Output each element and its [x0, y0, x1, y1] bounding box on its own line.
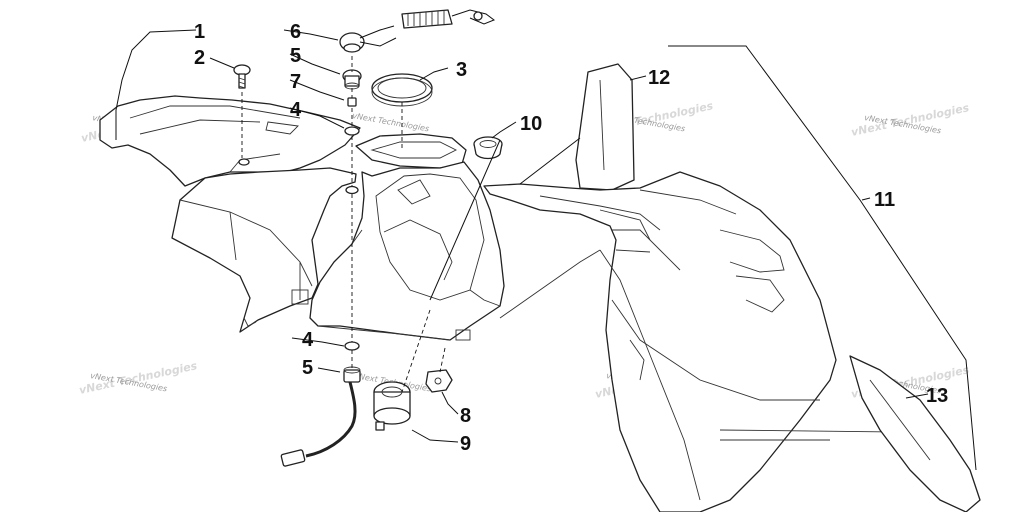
callout-11: 11	[874, 189, 895, 211]
callouts: 1 2 3 4 5 6 7 4 5 8 9 10 11 12 13	[194, 21, 948, 455]
callout-5: 5	[290, 45, 301, 67]
console-part	[309, 133, 505, 341]
gauge-part	[373, 381, 411, 431]
callout-2: 2	[194, 47, 205, 69]
callout-13: 13	[926, 385, 948, 407]
grommet-part	[342, 69, 362, 90]
assembly-lines	[241, 56, 446, 393]
seal-part	[473, 136, 503, 160]
callout-5b: 5	[302, 357, 313, 379]
callout-8: 8	[460, 405, 471, 427]
callout-10: 10	[520, 113, 542, 135]
watermark: vNext Technologies	[352, 111, 430, 133]
nut-part	[347, 97, 357, 107]
callout-12: 12	[648, 67, 670, 89]
cap-part	[339, 9, 496, 53]
leader-lines	[115, 29, 977, 471]
clip-part	[425, 369, 453, 393]
callout-1: 1	[194, 21, 205, 43]
bolt-part	[233, 64, 251, 89]
callout-9: 9	[460, 433, 471, 455]
wire-connector-part	[280, 366, 361, 467]
hood-assembly	[483, 63, 981, 512]
top-panel-part	[99, 95, 361, 333]
callout-4b: 4	[302, 329, 314, 351]
callout-6: 6	[290, 21, 301, 43]
callout-4: 4	[290, 99, 302, 121]
ring-part	[371, 73, 433, 107]
callout-7: 7	[290, 71, 301, 93]
callout-3: 3	[456, 59, 467, 81]
